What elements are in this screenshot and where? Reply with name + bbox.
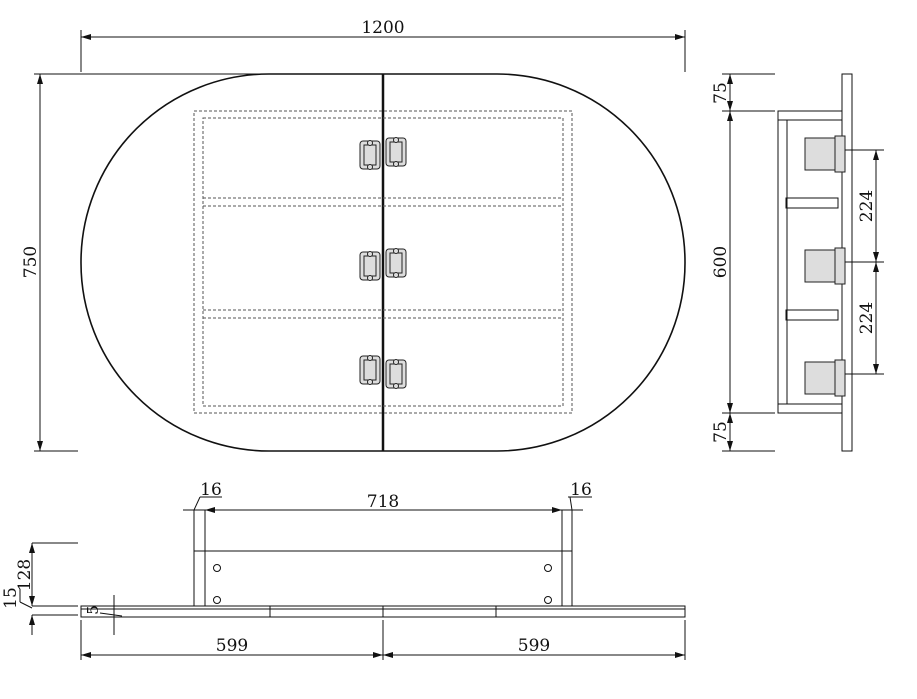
hinge-spacing-dimension: 224 [857,302,877,334]
hinge-icon [804,135,846,173]
door-right-dimension: 599 [518,636,550,656]
bottom-offset-dimension: 75 [711,421,731,443]
height-dimension: 750 [21,246,41,278]
hinge-spacing-dimension: 224 [857,190,877,222]
inner-width-dimension: 718 [367,492,399,512]
door-left-dimension: 599 [216,636,248,656]
thickness-dimension: 15 [1,587,21,609]
side-left-dimension: 16 [200,480,222,500]
side-view: 75 600 75 224 224 [711,73,884,452]
width-dimension: 1200 [361,18,404,38]
cabinet-height-dimension: 600 [711,246,731,278]
front-view: 1200 750 [21,18,686,452]
hinge-icon [804,359,846,397]
hinge-icon [804,247,846,285]
side-right-dimension: 16 [570,480,592,500]
gap-dimension: 5 [84,605,102,615]
plan-view: 718 16 16 128 15 5 599 599 [1,480,686,660]
top-offset-dimension: 75 [711,82,731,104]
depth-dimension: 128 [15,559,35,591]
